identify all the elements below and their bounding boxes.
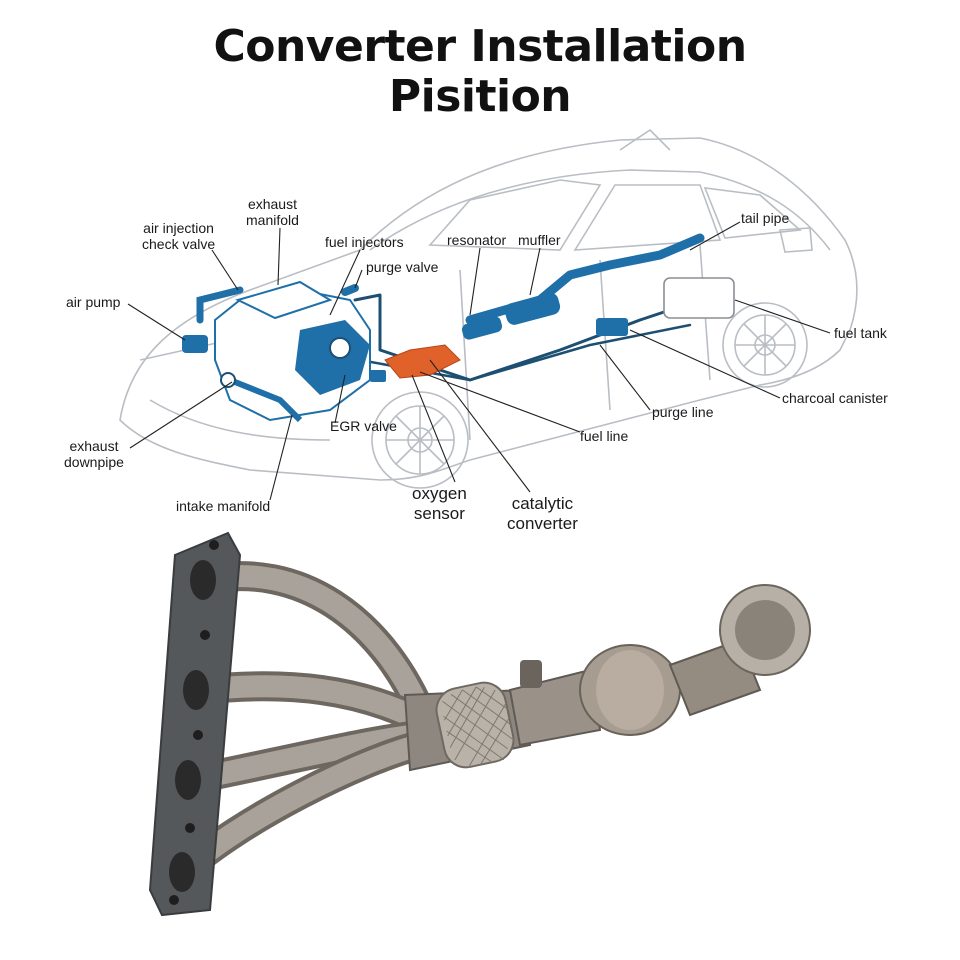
label-purge-valve: purge valve — [366, 259, 439, 275]
oxygen-sensor-bung — [520, 660, 542, 688]
label-exhaust-manifold-line2: manifold — [246, 212, 299, 228]
exhaust-manifold-product — [148, 531, 811, 917]
label-fuel-line: fuel line — [580, 428, 629, 444]
label-charcoal-canister: charcoal canister — [782, 390, 888, 406]
muffler-shape — [504, 292, 561, 325]
label-tail-pipe: tail pipe — [741, 210, 790, 226]
resonator-shape — [461, 316, 503, 340]
label-resonator: resonator — [447, 232, 507, 248]
label-air-injection-line2: check valve — [142, 236, 216, 252]
label-air-injection-check-valve: air injection check valve — [142, 220, 215, 252]
rear-wheel — [722, 302, 808, 388]
car-outline — [119, 128, 858, 481]
charcoal-canister-shape — [596, 318, 628, 336]
label-exhaust-downpipe-line2: downpipe — [64, 454, 124, 470]
label-fuel-tank: fuel tank — [834, 325, 887, 341]
page-title: Converter Installation Pisition — [0, 22, 960, 122]
label-purge-line: purge line — [652, 404, 714, 420]
label-exhaust-downpipe-line1: exhaust — [69, 438, 119, 454]
label-exhaust-manifold: exhaust manifold — [246, 196, 299, 228]
label-muffler: muffler — [518, 232, 561, 248]
manifold-flange — [148, 531, 242, 917]
label-egr-valve: EGR valve — [330, 418, 397, 434]
label-fuel-injectors: fuel injectors — [325, 234, 404, 250]
title-line-2: Pisition — [388, 71, 572, 122]
label-catalytic-converter-line1: catalytic — [511, 494, 574, 513]
label-exhaust-manifold-line1: exhaust — [247, 196, 297, 212]
label-intake-manifold: intake manifold — [176, 498, 271, 514]
label-exhaust-downpipe: exhaust downpipe — [64, 438, 124, 470]
engine — [182, 280, 386, 423]
label-oxygen-sensor: oxygen sensor — [412, 484, 467, 524]
flex-mesh — [442, 686, 515, 768]
title-line-1: Converter Installation — [213, 21, 747, 72]
label-catalytic-converter: catalytic converter — [507, 494, 578, 534]
label-air-injection-line1: air injection — [143, 220, 214, 236]
leader-lines — [127, 221, 831, 501]
label-oxygen-sensor-line2: sensor — [413, 504, 465, 523]
label-oxygen-sensor-line1: oxygen — [412, 484, 467, 503]
catalytic-converter-shape — [384, 344, 461, 379]
label-air-pump: air pump — [66, 294, 121, 310]
fuel-tank-shape — [663, 277, 735, 319]
label-catalytic-converter-line2: converter — [507, 514, 578, 533]
front-wheel — [371, 391, 469, 489]
